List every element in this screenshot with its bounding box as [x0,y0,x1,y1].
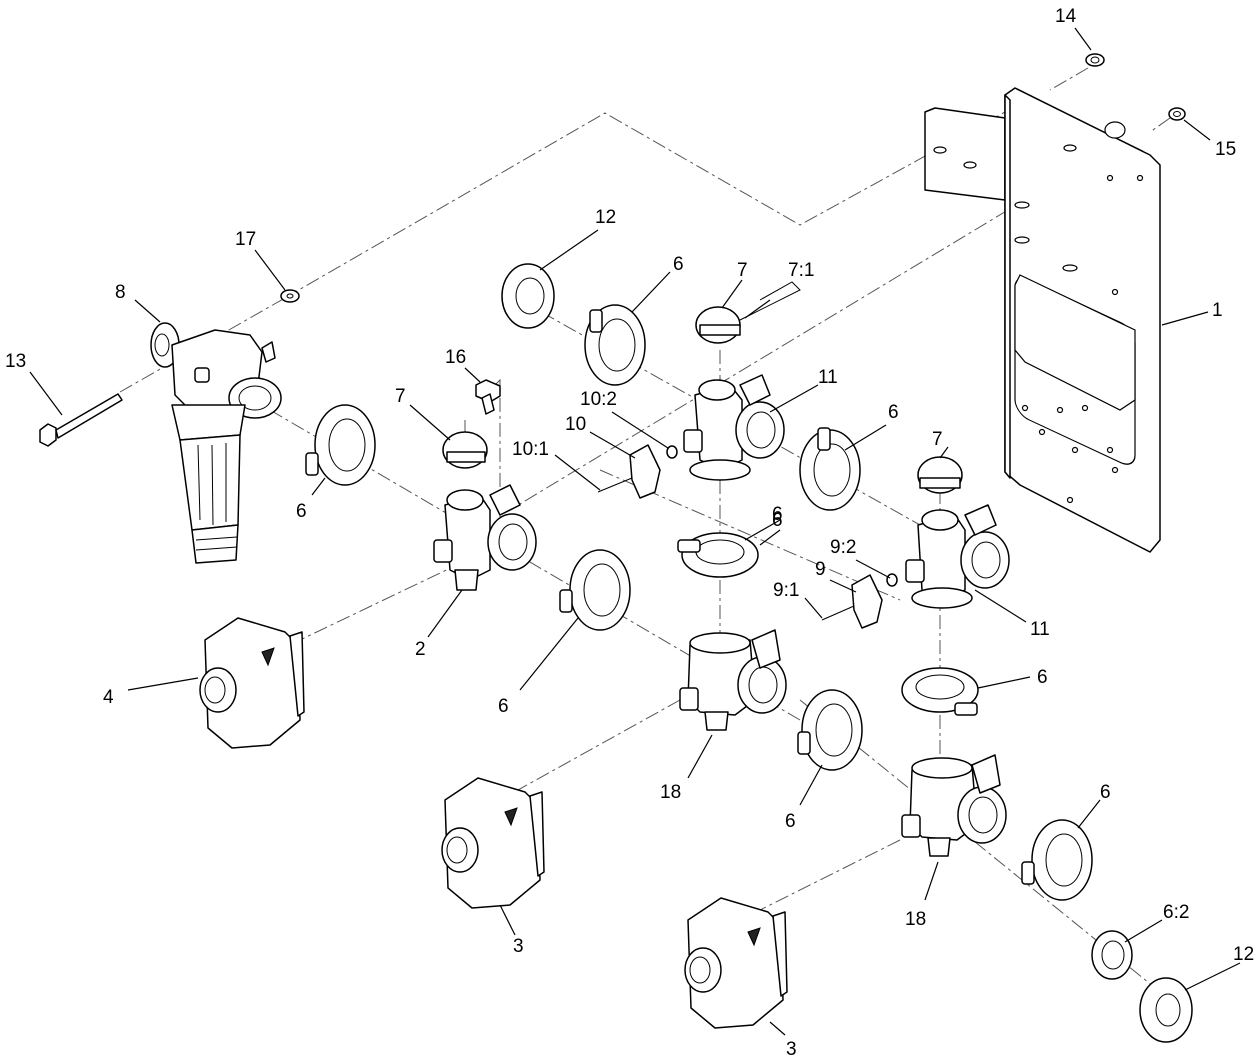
nut-15 [1168,107,1186,121]
valve-body-2 [433,484,537,591]
coupling-ring-b [584,304,646,386]
actuator-3-left [441,777,545,909]
callout-6: 6 [1100,782,1111,803]
callout-16: 16 [445,347,466,368]
callout-12: 12 [1233,944,1254,965]
callout-labels: 14 15 1 12 17 8 13 6 7 7:1 16 7 10:2 11 … [5,6,1254,1060]
callout-7-1: 7:1 [788,260,814,281]
coupling-ring-f [559,549,631,631]
coupling-ring-c [799,427,861,511]
callout-18: 18 [660,782,681,803]
callout-6: 6 [772,510,783,531]
callout-6: 6 [1037,667,1048,688]
callout-11: 11 [1030,619,1050,640]
filter-housing [150,322,282,564]
callout-8: 8 [115,282,126,303]
callout-15: 15 [1215,139,1236,160]
callout-7: 7 [932,429,943,450]
handle-9 [821,573,898,629]
seal-12-bottom [1139,977,1193,1043]
callout-13: 13 [5,351,26,372]
callout-3: 3 [786,1039,797,1060]
washer-17 [280,289,300,303]
coupling-ring-a [305,404,376,486]
callout-7: 7 [737,260,748,281]
callout-6: 6 [785,811,796,832]
coupling-ring-d [677,532,759,578]
callout-9-2: 9:2 [830,537,856,558]
callout-18: 18 [905,909,926,930]
valve-body-18-right [901,754,1007,857]
callout-6: 6 [888,402,899,423]
callout-6-2: 6:2 [1163,902,1189,923]
callout-14: 14 [1055,6,1077,27]
bolt-16 [475,379,501,415]
callout-6: 6 [772,504,783,525]
callout-7: 7 [395,386,406,407]
callout-6: 6 [673,254,684,275]
valve-body-11-top [683,374,785,481]
handle-10 [597,444,678,499]
callout-6: 6 [498,696,509,717]
callout-9-1: 9:1 [773,580,799,601]
bolt-13 [39,393,123,447]
coupling-ring-h [1021,819,1093,901]
valve-cap-7-top [695,306,741,344]
actuator-4 [199,617,305,749]
seal-12-top [501,263,555,329]
nut-14 [1085,53,1105,67]
valve-cap-7-left [442,431,488,469]
callout-10-2: 10:2 [580,389,617,410]
callout-3: 3 [513,936,524,957]
actuator-3-right [684,897,788,1029]
coupling-ring-g [797,689,863,771]
coupling-ring-e [901,667,979,716]
callout-1: 1 [1212,300,1223,321]
callout-11: 11 [818,367,838,388]
valve-body-11-right [905,504,1010,609]
leader-lines [29,27,1241,1036]
callout-4: 4 [103,687,114,708]
callout-9: 9 [815,559,826,580]
callout-17: 17 [235,229,256,250]
callout-2: 2 [415,639,426,660]
mounting-plate [924,87,1161,553]
callout-6: 6 [296,501,307,522]
callout-10: 10 [565,414,586,435]
clip-7-1 [739,281,801,321]
callout-12: 12 [595,207,616,228]
gasket-6-2 [1091,930,1133,980]
valve-cap-7-right [917,456,963,494]
callout-10-1: 10:1 [512,439,549,460]
valve-body-18-center [679,629,787,731]
